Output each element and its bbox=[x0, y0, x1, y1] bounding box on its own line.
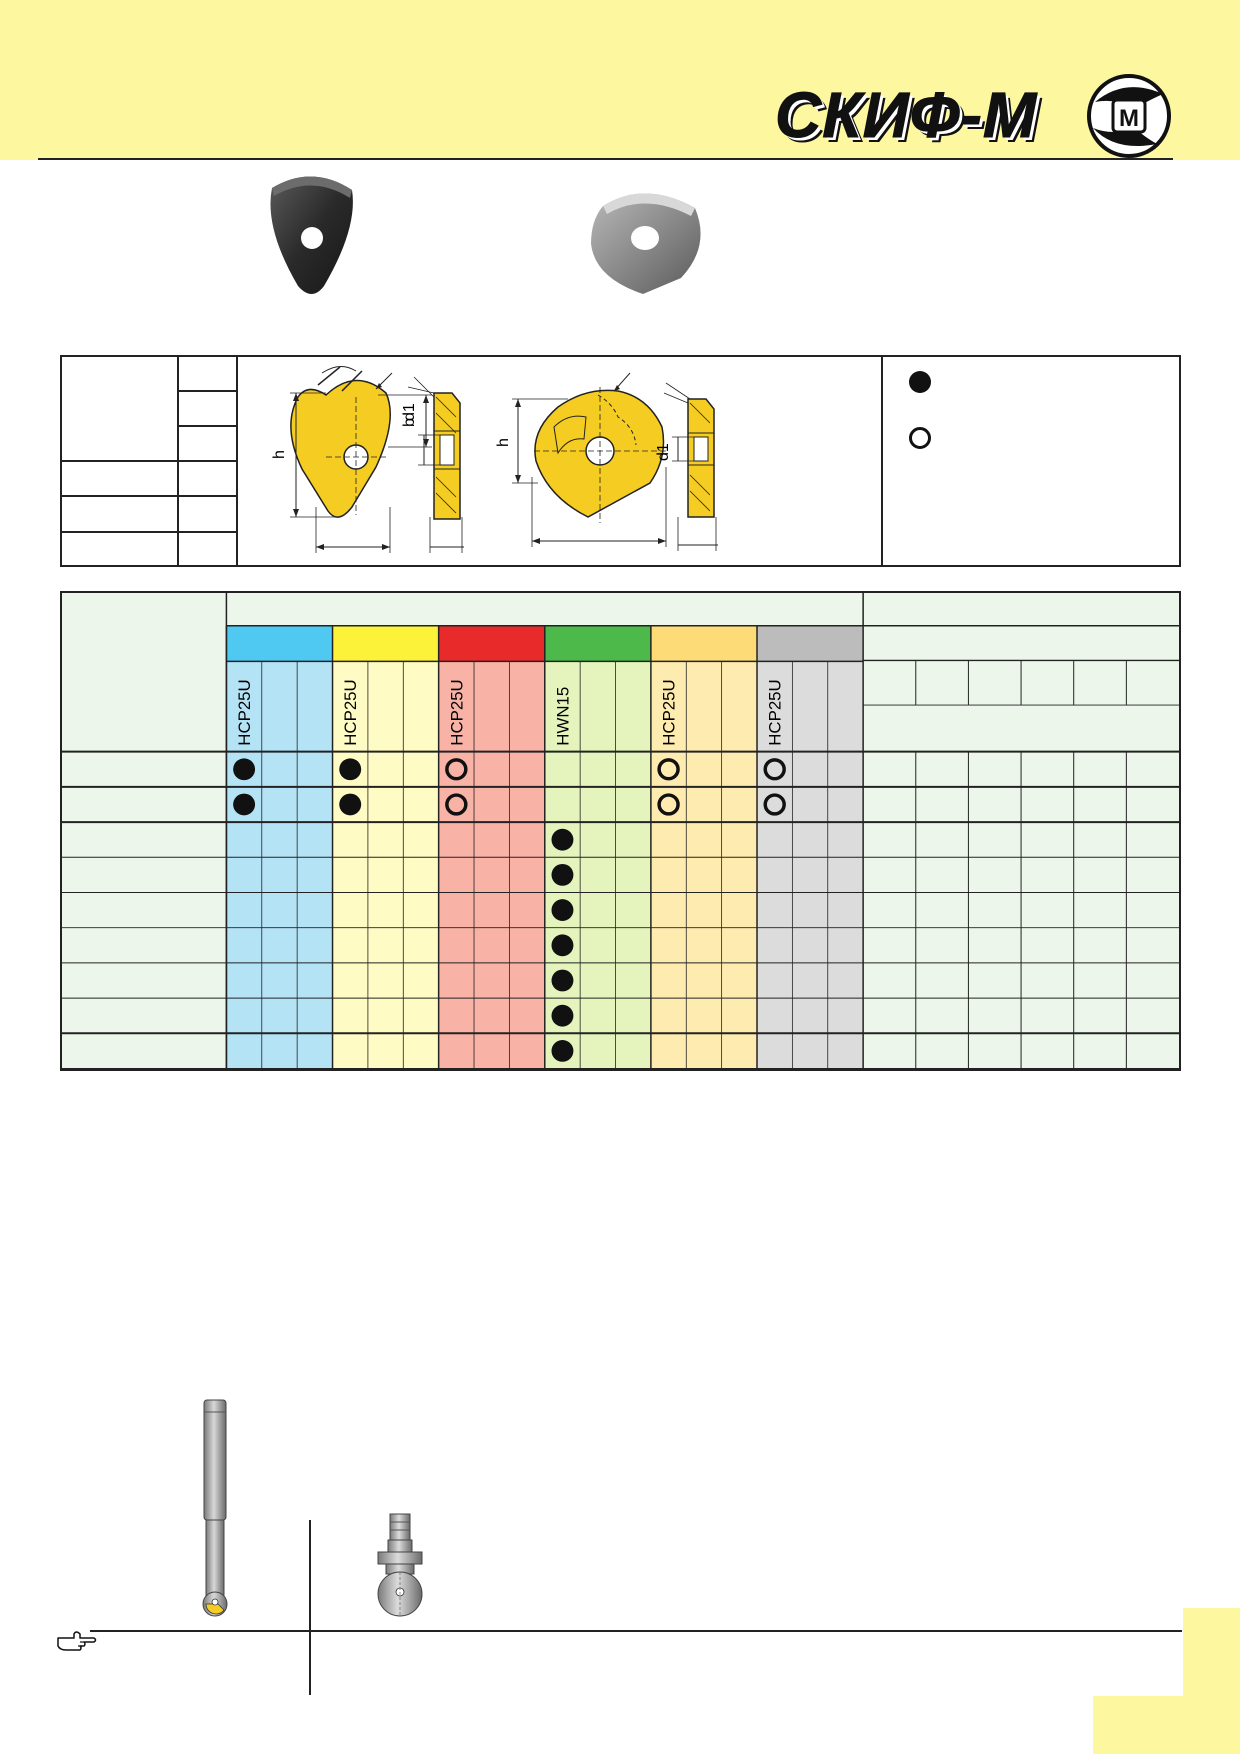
group-body-yellow bbox=[332, 661, 439, 1069]
open-circle-icon bbox=[657, 758, 680, 781]
header-rule bbox=[38, 158, 1173, 160]
holder-head-illustration bbox=[377, 1513, 423, 1617]
logo-emblem-icon: М bbox=[1087, 74, 1171, 158]
page-tab-lower bbox=[1093, 1696, 1240, 1754]
filled-circle-icon bbox=[551, 934, 574, 957]
filled-circle-icon bbox=[909, 371, 931, 393]
group-header-gray bbox=[757, 625, 864, 662]
grade-label-gray: HCP25U bbox=[766, 679, 785, 745]
open-circle-icon bbox=[763, 793, 786, 816]
group-body-blue bbox=[226, 661, 333, 1069]
dim-label-h-second: h bbox=[495, 438, 512, 447]
logo-text: СКИФ-М bbox=[774, 79, 1038, 152]
side-view-2: d1 bbox=[655, 382, 718, 551]
side-view-1: d1 bbox=[401, 376, 464, 553]
filled-circle-icon bbox=[551, 969, 574, 992]
footer-divider bbox=[309, 1520, 311, 1695]
group-body-orange bbox=[650, 661, 758, 1069]
filled-circle-icon bbox=[551, 1004, 574, 1027]
insert-photo-round bbox=[591, 193, 701, 294]
open-circle-icon bbox=[445, 758, 468, 781]
end-mill-illustration bbox=[202, 1399, 228, 1617]
open-circle-icon bbox=[445, 793, 468, 816]
open-circle-icon bbox=[657, 793, 680, 816]
emblem-letter: М bbox=[1119, 105, 1139, 132]
grade-table: HCP25U HCP25U HCP25U HWN15 HCP25U HCP25U bbox=[60, 591, 1181, 1071]
filled-circle-icon bbox=[551, 899, 574, 921]
filled-circle-icon bbox=[339, 793, 362, 816]
brand-logo: СКИФ-М М bbox=[774, 74, 1175, 158]
open-circle-icon bbox=[909, 427, 931, 449]
header-band bbox=[0, 0, 1240, 160]
group-header-yellow bbox=[332, 625, 439, 662]
filled-circle-icon bbox=[339, 758, 362, 781]
filled-circle-icon bbox=[233, 758, 256, 781]
teardrop-insert-drawing: h b bbox=[271, 366, 432, 553]
page-tab-upper bbox=[1183, 1608, 1240, 1696]
filled-circle-icon bbox=[551, 828, 574, 851]
group-header-green bbox=[544, 625, 651, 662]
legend-row-filled bbox=[909, 371, 931, 393]
dim-label-b: b bbox=[401, 418, 418, 427]
filled-circle-icon bbox=[233, 793, 256, 816]
dim-label-d1-first: d1 bbox=[401, 403, 418, 421]
round-insert-drawing: h bbox=[495, 372, 667, 547]
footer-rule bbox=[90, 1630, 1182, 1632]
legend bbox=[881, 355, 1181, 567]
grade-label-red: HCP25U bbox=[447, 679, 466, 745]
legend-box bbox=[881, 355, 1181, 567]
open-circle-icon bbox=[763, 758, 786, 781]
insert-photo-teardrop bbox=[270, 176, 353, 294]
insert-drawings: h b d1 bbox=[271, 366, 718, 553]
group-body-gray bbox=[757, 661, 864, 1069]
grade-label-orange: HCP25U bbox=[660, 679, 679, 745]
grade-label-yellow: HCP25U bbox=[341, 679, 360, 745]
dim-label-h: h bbox=[271, 450, 288, 459]
grade-label-green: HWN15 bbox=[553, 687, 572, 746]
legend-row-open bbox=[909, 427, 931, 449]
group-header-orange bbox=[650, 625, 758, 662]
group-header-red bbox=[438, 625, 545, 662]
dimensions-box bbox=[60, 355, 1181, 567]
group-header-blue bbox=[226, 625, 333, 662]
dim-label-d1-second: d1 bbox=[655, 443, 672, 461]
pointing-hand-icon bbox=[57, 1631, 97, 1651]
group-top-band bbox=[226, 593, 864, 626]
filled-circle-icon bbox=[551, 1039, 574, 1062]
group-body-red bbox=[438, 661, 545, 1069]
filled-circle-icon bbox=[551, 863, 574, 886]
grade-label-blue: HCP25U bbox=[235, 679, 254, 745]
spec-grid bbox=[60, 355, 238, 567]
